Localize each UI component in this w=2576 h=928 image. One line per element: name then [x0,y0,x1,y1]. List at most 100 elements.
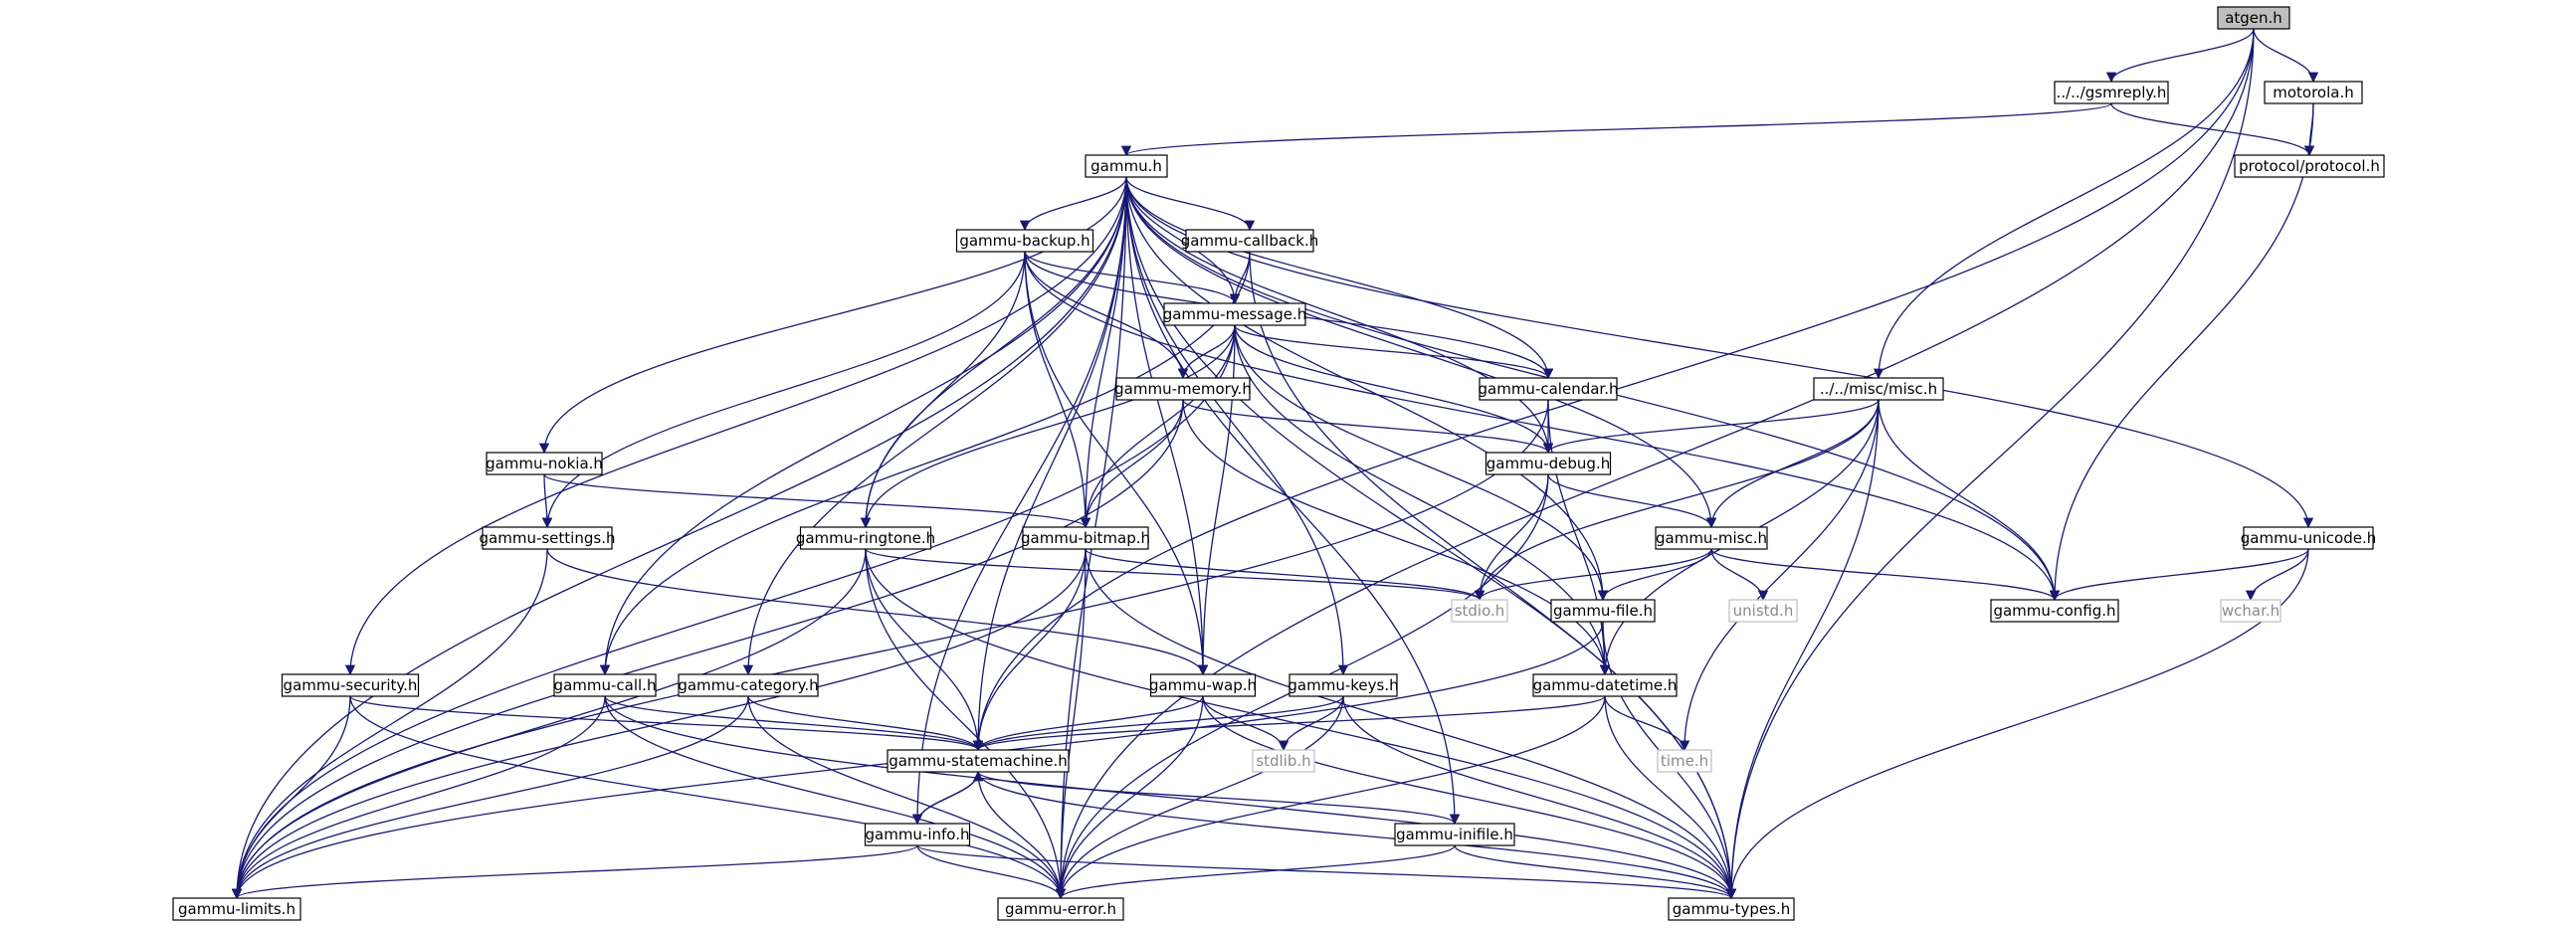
node-gammu-nokia-h[interactable]: gammu-nokia.h [486,452,603,475]
node-label: gammu-keys.h [1288,676,1398,694]
node-gammu-bitmap-h[interactable]: gammu-bitmap.h [1021,526,1150,550]
edge-backup-to-settings [541,251,1026,529]
node-gammu-h[interactable]: gammu.h [1085,154,1168,178]
edge-gammu-to-category [742,176,1127,676]
node-gammu-datetime-h[interactable]: gammu-datetime.h [1532,673,1678,697]
edge-bitmap-to-error [1055,548,1087,900]
node-label: gammu-message.h [1163,305,1307,323]
node-label: gammu-config.h [1993,602,2115,620]
node-gammu-config-h[interactable]: gammu-config.h [1990,599,2119,623]
node-motorola-h[interactable]: motorola.h [2264,81,2363,104]
node-label: gammu-call.h [554,676,657,694]
node-gammu-memory-h[interactable]: gammu-memory.h [1114,377,1252,401]
node-gammu-limits-h[interactable]: gammu-limits.h [172,897,301,921]
node-label: gammu-memory.h [1114,380,1252,398]
edge-atgen-to-motorola [2253,28,2319,84]
edge-unicode-to-wchar [2245,548,2309,602]
node-misc-misc-h[interactable]: ../../misc/misc.h [1813,377,1944,401]
edge-security-to-limits [231,695,351,900]
node-gammu-inifile-h[interactable]: gammu-inifile.h [1394,823,1515,846]
node-wchar-h: wchar.h [2220,599,2281,623]
edge-memory-to-debug [1182,399,1554,455]
edge-atgen-to-error [1055,28,2255,900]
edge-ringtone-to-statemachine [865,548,984,752]
edge-gammu-to-file [1125,176,1609,602]
node-gammu-backup-h[interactable]: gammu-backup.h [955,229,1094,253]
edge-gammu-to-backup [1019,176,1127,232]
edge-ringtone-to-types [865,548,1737,900]
edge-miscmisc-to-debug [1542,399,1880,455]
edge-unicode-to-config [2049,548,2309,602]
edge-gammu-to-callback [1125,176,1256,232]
edge-nokia-to-settings [541,473,553,529]
edge-inifile-to-error [1055,844,1456,900]
edge-gsmreply-to-gammu [1121,102,2112,157]
node-label: gammu-calendar.h [1479,380,1619,398]
node-gsmreply-h[interactable]: ../../gsmreply.h [2054,81,2169,104]
edge-miscmisc-to-config [1878,399,2061,602]
node-gammu-file-h[interactable]: gammu-file.h [1550,599,1656,623]
edge-message-to-debug [1234,324,1554,455]
node-label: motorola.h [2273,84,2354,101]
edge-debug-to-misc [1547,473,1717,529]
node-label: gammu-callback.h [1181,232,1319,250]
node-gammu-calendar-h[interactable]: gammu-calendar.h [1479,377,1619,401]
edge-gammu-to-inifile [1125,176,1461,826]
node-label: ../../misc/misc.h [1820,380,1937,398]
edge-wap-to-types [1202,695,1737,900]
node-label: stdio.h [1455,602,1505,620]
node-label: gammu-category.h [678,676,818,694]
node-gammu-debug-h[interactable]: gammu-debug.h [1485,452,1612,475]
edge-category-to-error [747,695,1067,900]
edge-info-to-types [916,844,1736,900]
edge-ringtone-to-limits [231,548,867,900]
node-label: gammu-info.h [866,826,970,843]
node-gammu-wap-h[interactable]: gammu-wap.h [1149,673,1257,697]
node-gammu-unicode-h[interactable]: gammu-unicode.h [2241,526,2377,550]
edge-security-to-statemachine [349,695,983,752]
node-gammu-call-h[interactable]: gammu-call.h [553,673,657,697]
node-gammu-security-h[interactable]: gammu-security.h [281,673,420,697]
node-gammu-statemachine-h[interactable]: gammu-statemachine.h [887,749,1070,773]
node-label: gammu-ringtone.h [796,529,935,547]
node-label: protocol/protocol.h [2239,157,2380,175]
edge-datetime-to-statemachine [973,695,1606,752]
node-gammu-ringtone-h[interactable]: gammu-ringtone.h [796,526,935,550]
edge-gammu-to-wap [1125,176,1209,676]
edge-gammu-to-limits [231,176,1127,900]
node-label: gammu-settings.h [480,529,616,547]
node-gammu-callback-h[interactable]: gammu-callback.h [1181,229,1319,253]
edge-gammu-to-calendar [1125,176,1554,380]
edge-message-to-limits [231,324,1236,900]
edge-gammu-to-keys [1125,176,1349,676]
node-gammu-message-h[interactable]: gammu-message.h [1163,302,1307,326]
edge-miscmisc-to-stdio [1474,399,1880,602]
edge-misc-to-unistd [1710,548,1769,602]
node-gammu-category-h[interactable]: gammu-category.h [678,673,819,697]
node-gammu-keys-h[interactable]: gammu-keys.h [1288,673,1399,697]
edge-debug-to-stdio [1474,473,1549,602]
edge-gammu-to-misc [1125,176,1717,529]
node-stdlib-h: stdlib.h [1252,749,1315,773]
edge-datetime-to-error [1055,695,1606,900]
nodes: atgen.h ../../gsmreply.h motorola.h protoco… [172,6,2385,921]
node-label: gammu-types.h [1673,900,1790,918]
edge-message-to-ringtone [860,324,1236,529]
node-gammu-error-h[interactable]: gammu-error.h [997,897,1124,921]
node-gammu-settings-h[interactable]: gammu-settings.h [480,526,616,550]
edge-nokia-to-bitmap [543,473,1090,529]
edges [231,28,2319,900]
node-atgen-h: atgen.h [2217,6,2290,30]
node-gammu-info-h[interactable]: gammu-info.h [864,823,971,846]
node-label: unistd.h [1733,602,1794,620]
node-label: gammu-statemachine.h [889,752,1068,770]
node-protocol-protocol-h[interactable]: protocol/protocol.h [2234,154,2385,178]
edge-keys-to-statemachine [972,695,1344,752]
edge-info-to-limits [232,844,918,900]
edge-misc-to-stdio [1474,548,1712,602]
node-gammu-types-h[interactable]: gammu-types.h [1668,897,1795,921]
edge-gammu-to-call [599,176,1127,676]
node-gammu-misc-h[interactable]: gammu-misc.h [1655,526,1768,550]
edge-backup-to-wap [1024,251,1209,676]
edge-gammu-to-info [911,176,1127,826]
